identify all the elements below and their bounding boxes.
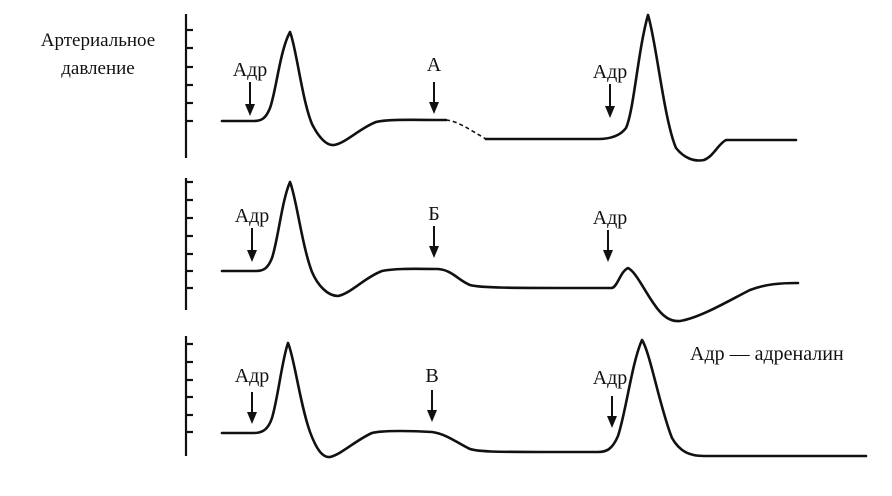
panel-v-marker-v: В [425, 365, 438, 387]
panel-a-marker-adr-2: Адр [593, 61, 628, 83]
panel-b-marker-b: Б [428, 203, 439, 225]
panel-a: Адр А Адр [184, 13, 798, 162]
panel-v: Адр В Адр [184, 336, 868, 459]
panel-a-arrow-3 [605, 84, 615, 118]
panel-v-arrow-3 [607, 396, 617, 428]
panel-v-trace [220, 338, 868, 459]
panel-b-axis [184, 178, 193, 310]
panel-b-marker-adr-2: Адр [593, 207, 628, 229]
legend-text: Адр — адреналин [690, 343, 844, 365]
panel-a-axis [184, 14, 193, 158]
panel-b-trace [220, 180, 800, 323]
panel-b-arrow-1 [247, 228, 257, 262]
panel-a-trace-after [484, 13, 798, 162]
panel-b-arrow-3 [603, 230, 613, 262]
panel-v-axis [184, 336, 193, 456]
panel-a-trace-before [220, 30, 448, 147]
y-axis-label-line-1: Артериальное [41, 30, 155, 51]
panel-a-marker-a: А [427, 54, 442, 76]
panel-v-marker-adr-2: Адр [593, 367, 628, 389]
y-axis-label-line-2: давление [61, 58, 135, 79]
panel-v-arrow-2 [427, 390, 437, 422]
panel-b: Адр Б Адр [184, 178, 800, 323]
panel-a-marker-adr-1: Адр [233, 59, 268, 81]
panel-v-arrow-1 [247, 392, 257, 424]
panel-a-dashed-gap [445, 119, 487, 140]
panel-b-arrow-2 [429, 226, 439, 258]
panel-a-arrow-1 [245, 82, 255, 116]
panel-a-arrow-2 [429, 82, 439, 114]
panel-b-marker-adr-1: Адр [235, 205, 270, 227]
panel-v-marker-adr-1: Адр [235, 365, 270, 387]
